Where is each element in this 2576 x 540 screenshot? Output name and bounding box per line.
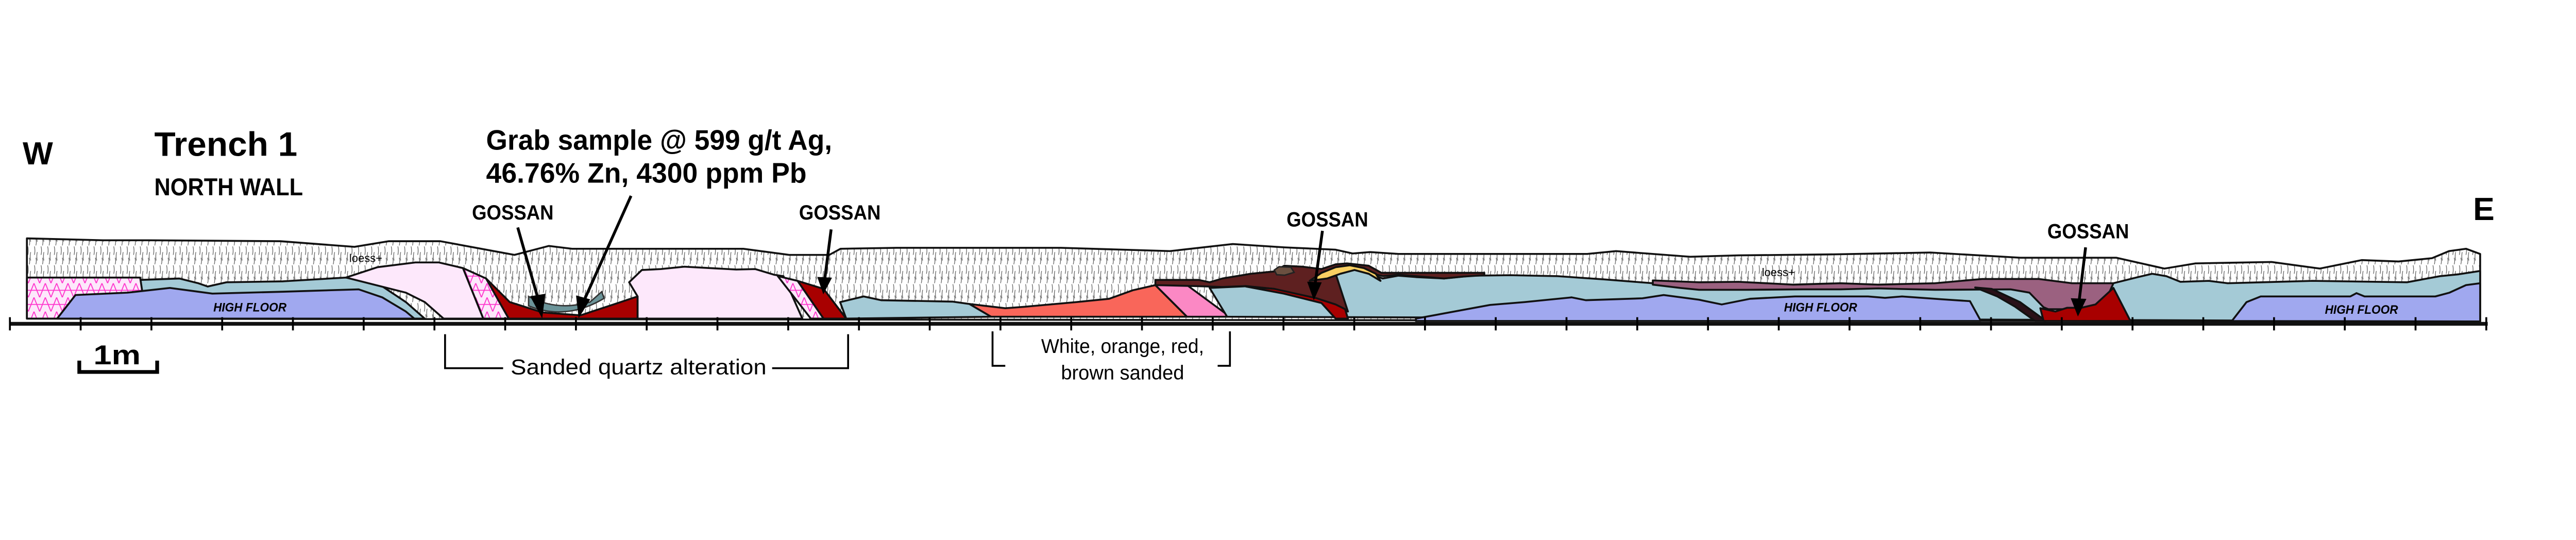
loess-label-east: loess+ xyxy=(1762,266,1795,279)
high-floor-label-east: HIGH FLOOR xyxy=(2325,303,2399,317)
gossan-label-3: GOSSAN xyxy=(1286,208,1368,231)
high-floor-west xyxy=(56,286,416,320)
high-floor-label-mid: HIGH FLOOR xyxy=(1784,301,1858,315)
arrow-gossan-2 xyxy=(823,229,833,281)
high-floor-east xyxy=(2231,282,2481,323)
gossan-red-east xyxy=(2039,286,2131,322)
baseline-axis xyxy=(10,322,2488,326)
loess-label-west: loess+ xyxy=(349,251,382,264)
page-subtitle: NORTH WALL xyxy=(155,174,303,201)
gossan-arrows xyxy=(516,195,2087,318)
bracket-sanded-quartz-label: Sanded quartz alteration xyxy=(511,355,767,379)
bracket-colored-sand xyxy=(991,331,1231,367)
bracket-colored-sand-line2: brown sanded xyxy=(1061,362,1184,384)
gossan-red-vein xyxy=(1245,285,1349,320)
arrowhead-icon xyxy=(2071,298,2087,317)
dark-vein xyxy=(1974,286,2047,322)
gossan-label-4: GOSSAN xyxy=(2047,220,2129,243)
gossan-label-2: GOSSAN xyxy=(799,201,880,224)
brown-knob xyxy=(1273,266,1296,276)
scale-bar xyxy=(77,360,159,374)
grab-sample-line2: 46.76% Zn, 4300 ppm Pb xyxy=(486,157,807,189)
pale-pink-dome-2 xyxy=(628,265,804,320)
trench-cross-section: W E Trench 1 NORTH WALL Grab sample @ 59… xyxy=(9,124,2495,384)
high-floor-mid xyxy=(1415,294,1982,322)
arrowhead-icon xyxy=(817,277,832,295)
arrow-gossan-1 xyxy=(516,227,540,303)
gossan-label-1: GOSSAN xyxy=(472,201,553,224)
arrowhead-icon xyxy=(530,294,546,318)
scale-bar-label: 1m xyxy=(93,340,141,370)
arrow-gossan-4 xyxy=(2077,247,2087,302)
yellow-lens xyxy=(1309,264,1382,282)
grab-sample-line1: Grab sample @ 599 g/t Ag, xyxy=(486,124,832,156)
arrow-gossan-3 xyxy=(1313,230,1324,286)
bracket-sanded-quartz xyxy=(444,334,850,369)
arrowhead-icon xyxy=(576,295,590,318)
gossan-red-1 xyxy=(485,277,639,320)
west-label: W xyxy=(23,136,53,172)
east-label: E xyxy=(2473,192,2495,227)
bracket-colored-sand-line1: White, orange, red, xyxy=(1041,335,1204,358)
high-floor-label-west: HIGH FLOOR xyxy=(213,301,287,315)
arrow-grab-sample xyxy=(582,195,633,303)
axis-ticks xyxy=(9,317,2487,331)
page-title: Trench 1 xyxy=(155,125,298,163)
orange-unit xyxy=(968,284,1188,318)
arrowhead-icon xyxy=(1307,281,1322,300)
